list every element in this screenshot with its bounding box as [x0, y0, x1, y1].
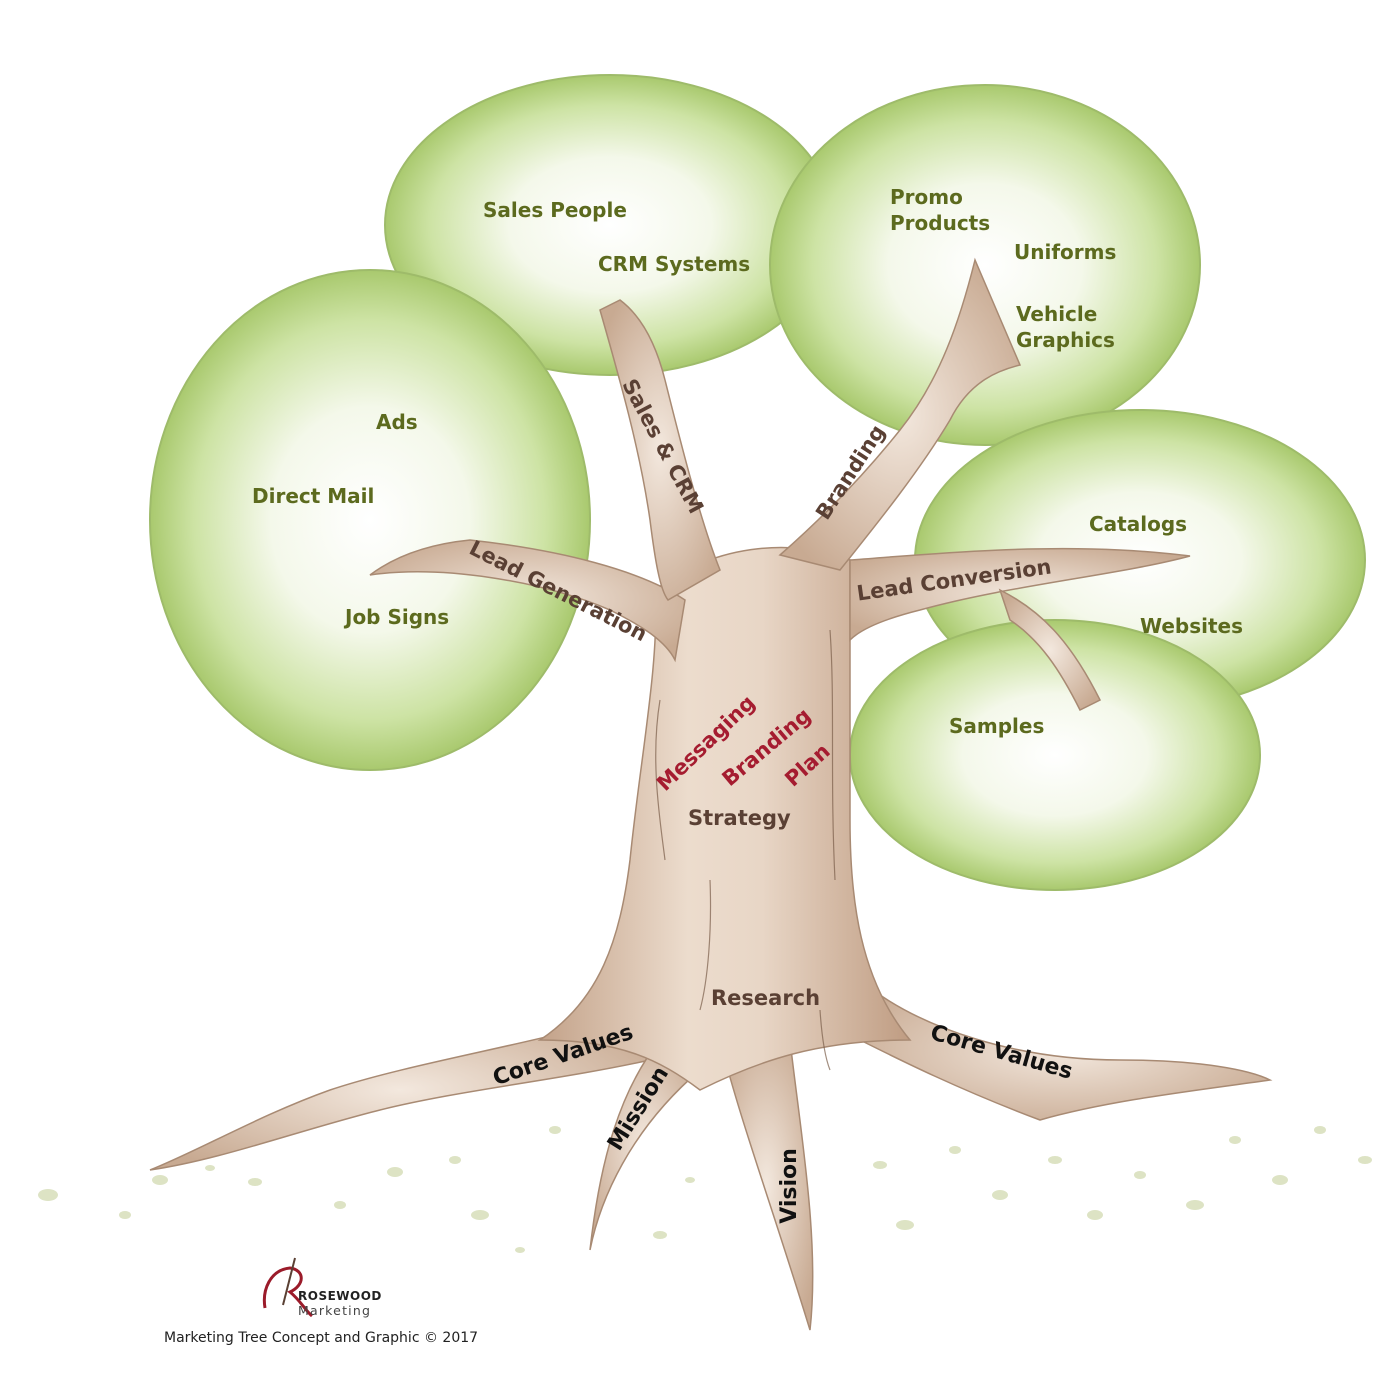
- label-vehicle-line1: Vehicle: [1016, 302, 1098, 326]
- ground-speckles: [38, 1103, 1372, 1253]
- label-direct-mail: Direct Mail: [252, 484, 375, 508]
- foliage-left: [149, 269, 591, 771]
- label-catalogs: Catalogs: [1089, 512, 1188, 536]
- trunk-texture: [655, 629, 836, 1071]
- label-samples: Samples: [949, 714, 1045, 738]
- label-promo-products: Promo Products: [890, 184, 990, 236]
- label-job-signs: Job Signs: [345, 605, 450, 629]
- label-websites: Websites: [1140, 614, 1244, 638]
- label-sales-people: Sales People: [483, 198, 627, 222]
- branches: [369, 257, 1191, 712]
- label-vehicle-graphics: Vehicle Graphics: [1016, 301, 1115, 353]
- foliage-top-right: [769, 84, 1201, 446]
- roots: [149, 978, 1273, 1331]
- label-research: Research: [711, 986, 821, 1010]
- copyright-text: Marketing Tree Concept and Graphic © 201…: [164, 1330, 479, 1346]
- logo-brand-text: ROSEWOOD: [298, 1289, 382, 1303]
- logo-mark: [262, 1257, 314, 1318]
- label-vehicle-line2: Graphics: [1016, 328, 1115, 352]
- label-promo-line2: Products: [890, 211, 991, 235]
- label-promo-line1: Promo: [890, 185, 963, 209]
- label-uniforms: Uniforms: [1014, 240, 1117, 264]
- label-vision: Vision: [776, 1148, 802, 1224]
- label-ads: Ads: [376, 410, 418, 434]
- logo-sub-text: Marketing: [298, 1303, 372, 1318]
- label-crm-systems: CRM Systems: [598, 252, 751, 276]
- label-strategy: Strategy: [688, 806, 791, 830]
